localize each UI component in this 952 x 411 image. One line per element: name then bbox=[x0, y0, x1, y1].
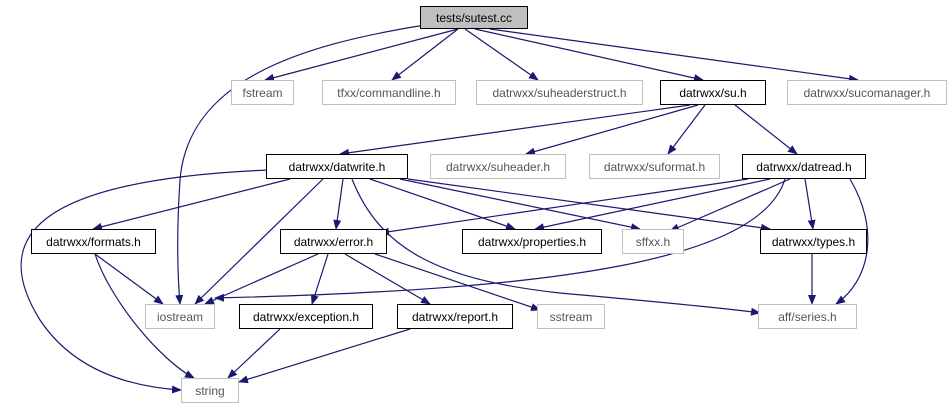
edge-4 bbox=[474, 28, 704, 82]
edge-3 bbox=[464, 28, 539, 81]
node-datrwxx-sucomanager-h[interactable]: datrwxx/sucomanager.h bbox=[787, 80, 947, 105]
node-string[interactable]: string bbox=[181, 378, 239, 403]
edge-9 bbox=[667, 104, 706, 155]
edge-27 bbox=[204, 253, 319, 305]
node-iostream[interactable]: iostream bbox=[145, 304, 215, 329]
edge-20 bbox=[534, 178, 771, 232]
node-datrwxx-types-h[interactable]: datrwxx/types.h bbox=[760, 229, 867, 254]
edge-33 bbox=[238, 328, 411, 384]
node-datrwxx-suheaderstruct-h[interactable]: datrwxx/suheaderstruct.h bbox=[476, 80, 643, 105]
edge-26 bbox=[94, 253, 195, 379]
edge-11 bbox=[92, 178, 291, 231]
node-datrwxx-error-h[interactable]: datrwxx/error.h bbox=[280, 229, 387, 254]
node-datrwxx-su-h[interactable]: datrwxx/su.h bbox=[660, 80, 766, 105]
node-datrwxx-suformat-h[interactable]: datrwxx/suformat.h bbox=[589, 154, 720, 179]
edge-7 bbox=[339, 104, 691, 157]
edge-2 bbox=[391, 28, 459, 81]
node-datrwxx-datwrite-h[interactable]: datrwxx/datwrite.h bbox=[266, 154, 408, 179]
node-sffxx-h[interactable]: sffxx.h bbox=[622, 229, 684, 254]
node-datrwxx-properties-h[interactable]: datrwxx/properties.h bbox=[462, 229, 602, 254]
edge-25 bbox=[94, 253, 164, 305]
edge-8 bbox=[525, 104, 699, 156]
edge-5 bbox=[489, 28, 859, 83]
node-datrwxx-report-h[interactable]: datrwxx/report.h bbox=[397, 304, 513, 329]
node-datrwxx-datread-h[interactable]: datrwxx/datread.h bbox=[742, 154, 866, 179]
edge-28 bbox=[310, 253, 329, 305]
edge-6 bbox=[175, 24, 426, 305]
edge-1 bbox=[264, 28, 459, 82]
node-tests-sutest-cc[interactable]: tests/sutest.cc bbox=[420, 6, 528, 29]
node-fstream[interactable]: fstream bbox=[231, 80, 294, 105]
edge-32 bbox=[227, 328, 281, 379]
edge-15 bbox=[407, 178, 771, 232]
edge-29 bbox=[344, 253, 431, 305]
node-datrwxx-formats-h[interactable]: datrwxx/formats.h bbox=[31, 229, 156, 254]
edge-19 bbox=[379, 178, 749, 236]
edge-16 bbox=[194, 178, 324, 305]
edge-14 bbox=[399, 178, 641, 232]
node-datrwxx-exception-h[interactable]: datrwxx/exception.h bbox=[239, 304, 373, 329]
node-sstream[interactable]: sstream bbox=[537, 304, 605, 329]
edge-22 bbox=[804, 178, 816, 230]
edge-21 bbox=[669, 178, 791, 232]
edge-24 bbox=[214, 178, 786, 302]
edge-17 bbox=[20, 169, 269, 394]
node-datrwxx-suheader-h[interactable]: datrwxx/suheader.h bbox=[430, 154, 566, 179]
edge-10 bbox=[734, 104, 798, 155]
edge-13 bbox=[369, 178, 516, 230]
node-aff-series-h[interactable]: aff/series.h bbox=[758, 304, 857, 329]
node-tfxx-commandline-h[interactable]: tfxx/commandline.h bbox=[322, 80, 456, 105]
edge-12 bbox=[333, 178, 344, 230]
edge-30 bbox=[374, 253, 541, 311]
